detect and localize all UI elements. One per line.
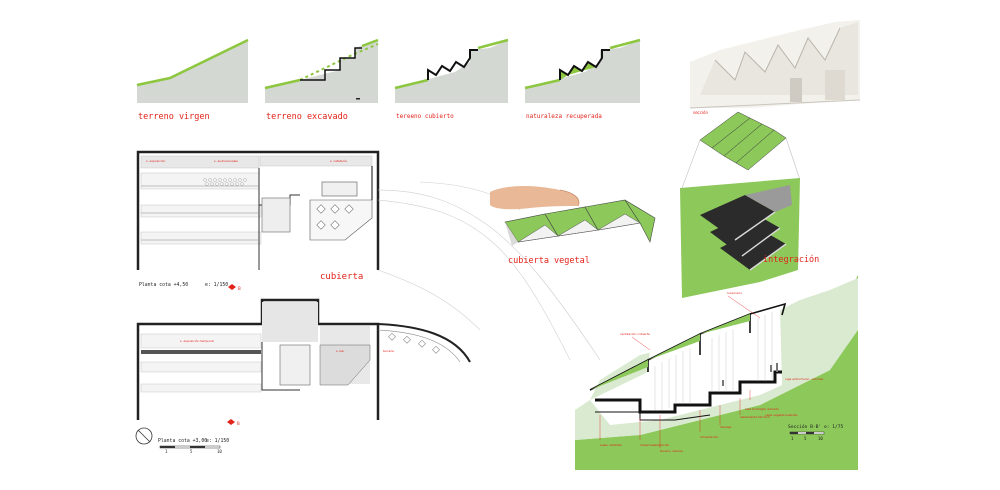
integracion-model bbox=[680, 111, 801, 298]
stage-label-3: tereeno cubierto bbox=[396, 113, 454, 120]
stage-naturaleza-recuperada bbox=[524, 38, 641, 103]
svg-text:5: 5 bbox=[190, 449, 193, 454]
stage-label-4: naturaleza recuperada bbox=[526, 113, 602, 120]
svg-text:B: B bbox=[238, 286, 241, 291]
svg-text:losa hormigón armado: losa hormigón armado bbox=[745, 407, 779, 411]
svg-text:ventilación cubierta: ventilación cubierta bbox=[620, 332, 650, 336]
plan-upper-scale: e: 1/150 bbox=[205, 282, 228, 288]
plan-lower: s. exposición temporal s. bar terraza bbox=[136, 298, 471, 420]
label-cubierta: cubierta bbox=[320, 272, 363, 282]
svg-text:capa vegetal sustrato: capa vegetal sustrato bbox=[765, 413, 798, 417]
section-bb: ventilación cubierta lucernario viga est… bbox=[575, 275, 858, 470]
cubierta-vegetal-model bbox=[490, 186, 656, 246]
plan-lower-scale: e: 1/150 bbox=[206, 438, 229, 444]
stage-label-2: terreno excavado bbox=[266, 112, 348, 122]
stage-label-1: terreno virgen bbox=[138, 112, 210, 122]
stage-terreno-virgen bbox=[136, 38, 249, 103]
svg-text:1: 1 bbox=[165, 449, 168, 454]
plan-upper: s. exposición s. audiovisuales s. cafete… bbox=[136, 150, 380, 270]
plan-lower-scale-bar: 1 5 10 bbox=[159, 445, 222, 454]
plan-lower-title: Planta cota +3,00 bbox=[158, 438, 207, 444]
svg-text:s. exposición: s. exposición bbox=[146, 159, 165, 163]
svg-text:terraza: terraza bbox=[383, 349, 394, 353]
svg-text:10: 10 bbox=[818, 436, 823, 441]
section-marker-lower: B bbox=[227, 419, 240, 426]
svg-text:viga estructural - cerchas: viga estructural - cerchas bbox=[785, 377, 824, 381]
svg-text:10: 10 bbox=[217, 449, 222, 454]
terrain-contours bbox=[377, 181, 601, 361]
svg-text:1: 1 bbox=[791, 436, 794, 441]
interior-render: sección bbox=[689, 20, 861, 115]
svg-text:impermeabilización: impermeabilización bbox=[640, 443, 669, 447]
section-title: Sección B-B' e: 1/75 bbox=[788, 423, 844, 430]
stage-tereeno-cubierto bbox=[394, 38, 509, 103]
section-scale-bar: 1 5 10 bbox=[789, 431, 825, 441]
section-marker-upper: B bbox=[228, 284, 241, 291]
svg-text:s. cafetería: s. cafetería bbox=[330, 159, 347, 163]
svg-text:aislamiento térmico: aislamiento térmico bbox=[740, 415, 770, 419]
plan-upper-title: Planta cota +4,50 bbox=[139, 282, 188, 288]
svg-text:lucernario: lucernario bbox=[727, 291, 742, 295]
stage-terreno-excavado bbox=[264, 38, 379, 103]
svg-text:terreno natural: terreno natural bbox=[660, 449, 683, 453]
svg-text:drenaje: drenaje bbox=[720, 425, 731, 429]
svg-text:sección: sección bbox=[693, 110, 709, 115]
north-arrow bbox=[135, 427, 153, 445]
svg-text:B: B bbox=[237, 421, 240, 426]
label-cubierta-vegetal: cubierta vegetal bbox=[508, 256, 590, 266]
label-integracion: integración bbox=[763, 254, 819, 265]
svg-text:5: 5 bbox=[804, 436, 807, 441]
svg-text:s. exposición temporal: s. exposición temporal bbox=[180, 339, 214, 343]
svg-text:s. audiovisuales: s. audiovisuales bbox=[214, 159, 238, 163]
svg-text:suelo radiante: suelo radiante bbox=[600, 443, 622, 447]
svg-text:s. bar: s. bar bbox=[336, 349, 345, 353]
svg-text:cimentación: cimentación bbox=[700, 435, 718, 439]
